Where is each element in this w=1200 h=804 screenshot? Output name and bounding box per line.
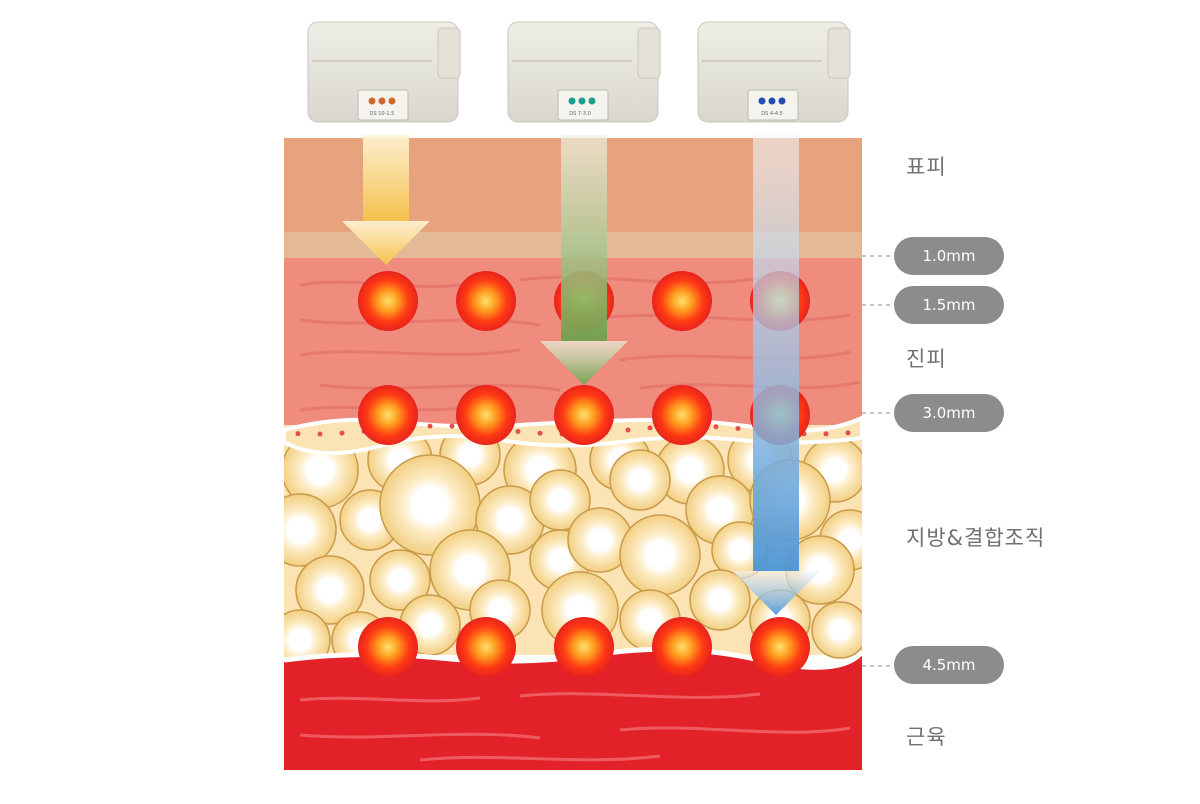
focal-point <box>554 617 614 677</box>
fat-cell <box>369 549 431 611</box>
cartridges <box>307 21 851 123</box>
boundary-dot <box>647 425 653 431</box>
cartridge-label-plate <box>557 89 609 121</box>
focal-point <box>652 271 712 331</box>
focal-point <box>554 385 614 445</box>
boundary-dot <box>449 423 455 429</box>
boundary-dot <box>735 425 741 431</box>
layer-label-fat: 지방&결합조직 <box>906 526 1046 550</box>
cartridge-code-1: DS 10-1.5 <box>369 111 395 117</box>
cartridge-indicator-dot <box>758 97 766 105</box>
cartridge-code-3: DS 4-4.5 <box>761 111 783 117</box>
focal-point <box>358 271 418 331</box>
boundary-dot <box>823 431 829 437</box>
fat-cell <box>619 514 701 596</box>
muscle-layer <box>284 649 862 770</box>
boundary-dot <box>845 430 851 436</box>
arrow-shaft <box>753 135 799 571</box>
depth-leader-lines <box>862 255 894 667</box>
depth-pill-1-0mm: 1.0mm <box>894 237 1004 275</box>
boundary-dot <box>295 431 301 437</box>
arrow-head <box>540 341 628 385</box>
focal-point <box>456 271 516 331</box>
cartridge-label-plate <box>747 89 799 121</box>
cartridge-indicator-dot <box>388 97 396 105</box>
fat-cell <box>609 449 671 511</box>
cartridge-indicator-dot <box>778 97 786 105</box>
fat-cell <box>295 555 365 625</box>
focal-point <box>652 385 712 445</box>
boundary-dot <box>339 430 345 436</box>
boundary-dot <box>625 427 631 433</box>
depth-pill-1-5mm: 1.5mm <box>894 286 1004 324</box>
cartridge <box>307 21 461 123</box>
focal-points <box>358 271 810 677</box>
arrow-shaft <box>363 135 409 221</box>
arrow-3-0mm <box>540 135 628 385</box>
fat-cell <box>689 569 751 631</box>
arrow-shaft <box>561 135 607 341</box>
fat-cell <box>284 493 337 567</box>
arrow-4-5mm <box>732 135 820 615</box>
focal-point <box>456 617 516 677</box>
focal-point <box>358 617 418 677</box>
cartridge-code-2: DS 7-3.0 <box>569 111 591 117</box>
cartridge-indicator-dot <box>578 97 586 105</box>
depth-pill-4-5mm: 4.5mm <box>894 646 1004 684</box>
focal-point <box>456 385 516 445</box>
cartridge-side <box>827 27 851 79</box>
cartridge-ridge <box>312 60 432 62</box>
cartridge-indicator-dot <box>368 97 376 105</box>
boundary-dot <box>427 423 433 429</box>
layer-label-dermis: 진피 <box>906 347 947 371</box>
cartridge-side <box>637 27 661 79</box>
cartridge-indicator-dot <box>568 97 576 105</box>
cartridge-ridge <box>512 60 632 62</box>
energy-arrows <box>342 135 820 615</box>
cartridge-side <box>437 27 461 79</box>
focal-point <box>750 617 810 677</box>
focal-point <box>652 617 712 677</box>
cartridge <box>507 21 661 123</box>
depth-pill-3-0mm: 3.0mm <box>894 394 1004 432</box>
boundary-dot <box>515 428 521 434</box>
arrow-1-0mm <box>342 135 430 265</box>
cartridge-indicator-dot <box>768 97 776 105</box>
boundary-dot <box>713 424 719 430</box>
cartridge-indicator-dot <box>588 97 596 105</box>
focal-point <box>358 385 418 445</box>
boundary-dot <box>537 430 543 436</box>
cartridge-label-plate <box>357 89 409 121</box>
fat-cell <box>811 601 862 659</box>
muscle-fibers <box>299 692 851 762</box>
layer-label-muscle: 근육 <box>906 725 947 749</box>
boundary-dot <box>317 431 323 437</box>
cartridge-ridge <box>702 60 822 62</box>
arrow-head <box>342 221 430 265</box>
arrow-head <box>732 571 820 615</box>
cartridge <box>697 21 851 123</box>
layer-label-epidermis: 표피 <box>906 155 947 179</box>
cartridge-indicator-dot <box>378 97 386 105</box>
